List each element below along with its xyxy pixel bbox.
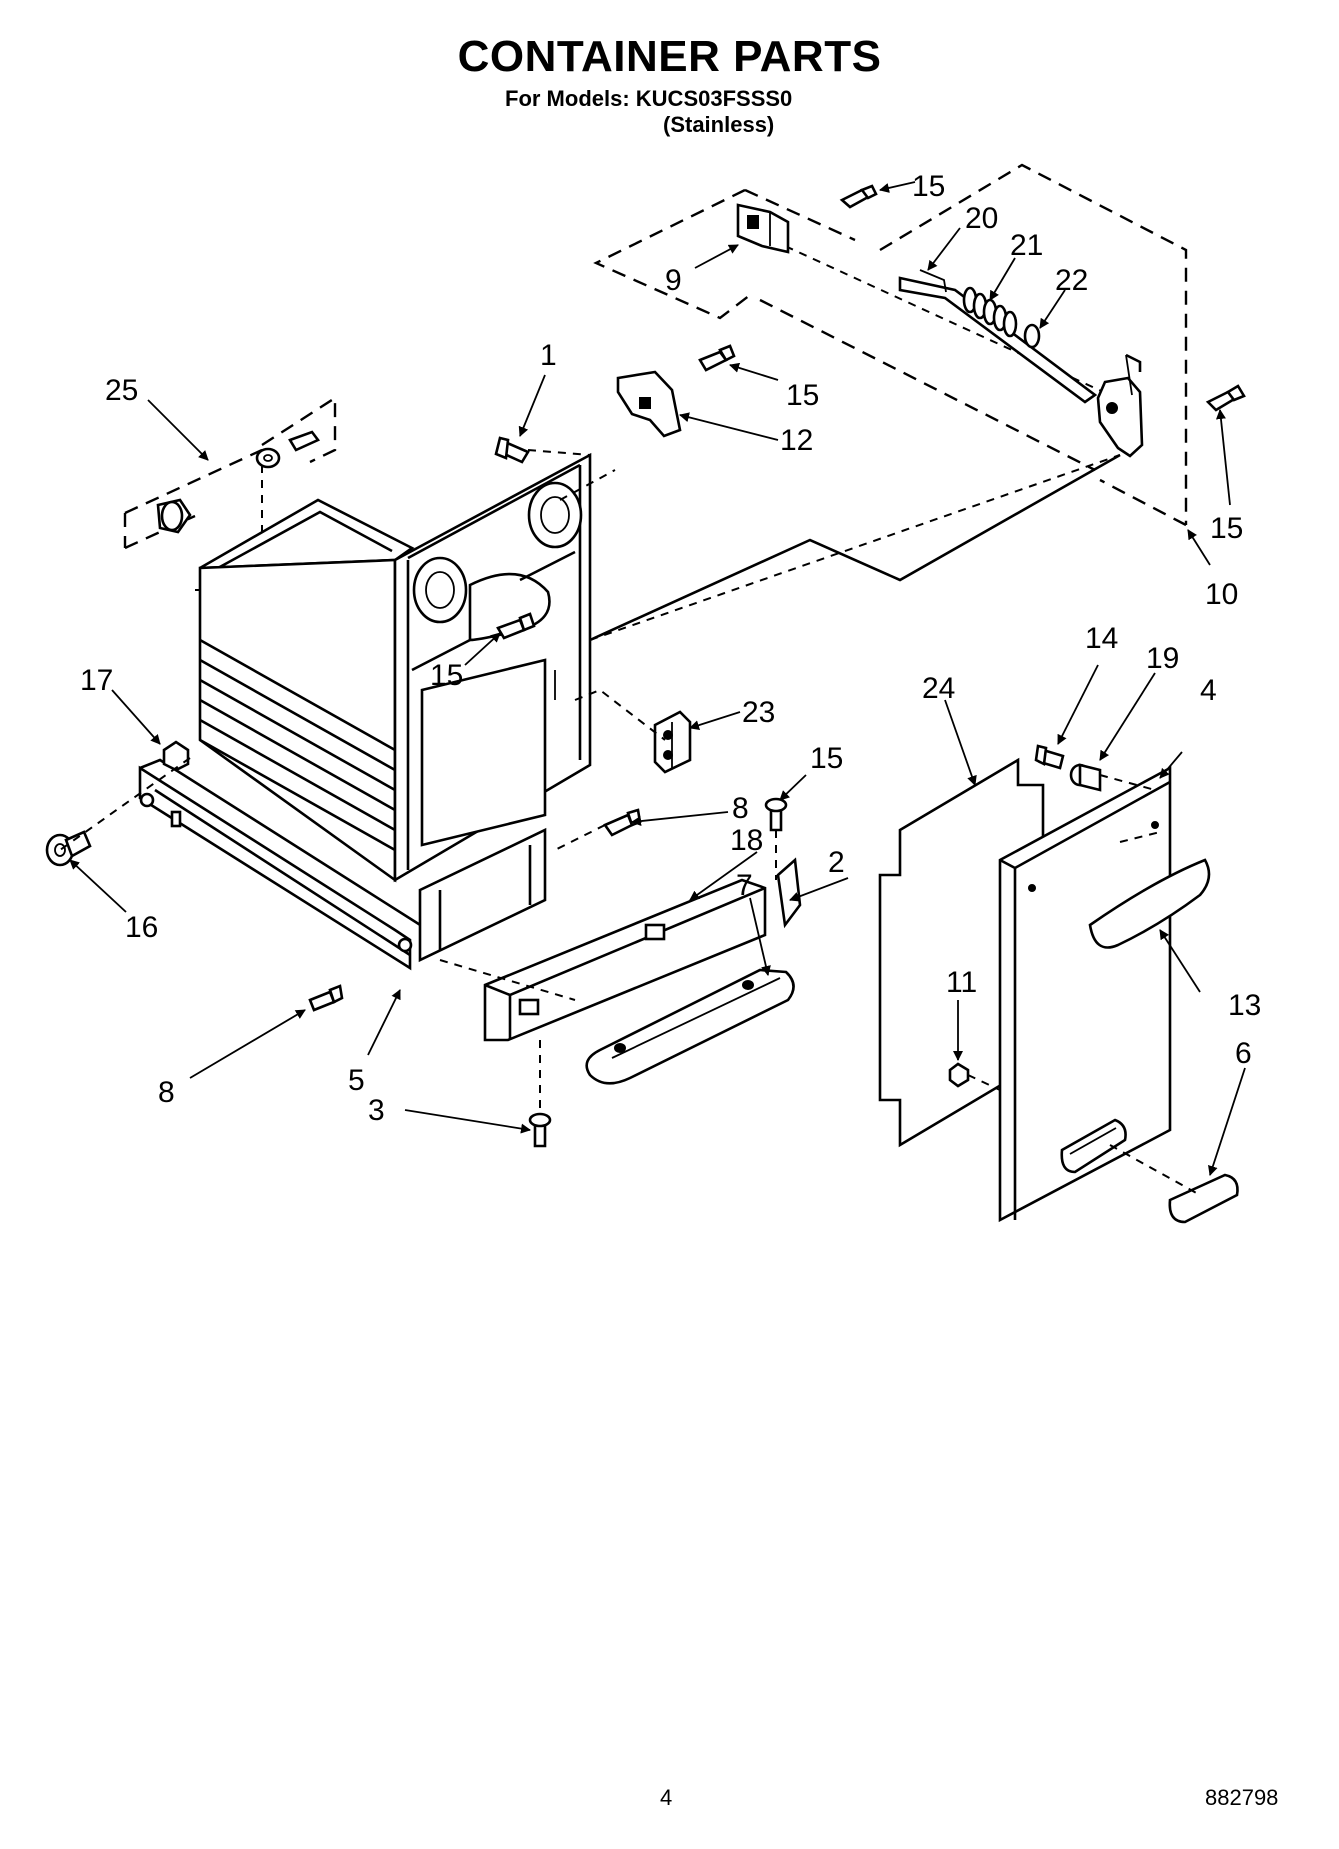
document-number: 882798: [1205, 1785, 1279, 1810]
callout-12: 12: [780, 424, 813, 457]
callout-21: 21: [1010, 229, 1043, 262]
screw-part: [1205, 384, 1246, 412]
screw-part: [288, 430, 321, 452]
callout-11: 11: [946, 966, 977, 999]
screw-part: [839, 184, 878, 209]
latch-knob-part: [156, 498, 192, 534]
closer-spring-part: [962, 286, 1018, 338]
screw-part: [528, 1112, 552, 1148]
nut-part: [948, 1062, 970, 1088]
callout-9: 9: [665, 264, 682, 297]
callout-13: 13: [1228, 989, 1261, 1022]
callout-10: 10: [1205, 578, 1238, 611]
foot-part: [45, 830, 92, 867]
callout-15: 15: [786, 379, 819, 412]
callout-22: 22: [1055, 264, 1088, 297]
side-bracket-part: [653, 710, 692, 774]
base-rail-part: [138, 758, 426, 971]
callout-25: 25: [105, 374, 138, 407]
callout-15: 15: [810, 742, 843, 775]
assembly-lines: [59, 449, 1201, 1196]
nut-part: [162, 740, 190, 772]
callout-14: 14: [1085, 622, 1118, 655]
clip-part: [776, 857, 802, 929]
callout-2: 2: [828, 846, 845, 879]
callout-4: 4: [1200, 674, 1217, 707]
page-title: CONTAINER PARTS: [457, 32, 882, 81]
callout-15: 15: [1210, 512, 1243, 545]
hinge-assembly-outline: [593, 163, 1188, 527]
callout-15: 15: [912, 170, 945, 203]
bottom-handle-part: [585, 968, 795, 1085]
screw-part: [764, 797, 788, 832]
callout-8: 8: [158, 1076, 175, 1109]
callout-18: 18: [730, 824, 763, 857]
callout-5: 5: [348, 1064, 365, 1097]
logo-plate-part: [1168, 1173, 1239, 1224]
screw-part: [308, 984, 344, 1012]
screw-part: [1034, 744, 1065, 770]
callout-7: 7: [736, 869, 753, 902]
page-number: 4: [660, 1785, 673, 1810]
hinge-bracket-part: [736, 203, 790, 254]
door-badge-part: [1060, 1118, 1127, 1174]
callout-19: 19: [1146, 642, 1179, 675]
door-panel-part: [998, 765, 1172, 1223]
models-line: For Models: KUCS03FSSS0: [505, 86, 793, 111]
callout-leaders: [69, 181, 1246, 1176]
top-bracket-part: [616, 370, 682, 438]
lower-frame-part: [418, 827, 547, 963]
screw-part: [698, 344, 736, 372]
lower-hinge-bracket-part: [1096, 353, 1144, 458]
closer-washer-part: [1023, 323, 1041, 349]
callout-23: 23: [742, 696, 775, 729]
screw-part: [494, 436, 530, 464]
callout-labels: 1 2 3 4 5 6 7 8 8 9 10 11 12 13 14 15 15…: [80, 170, 1261, 1127]
callout-6: 6: [1235, 1037, 1252, 1070]
callout-8: 8: [732, 792, 749, 825]
cabinet-liner-part: [198, 452, 592, 883]
spacer-part: [1069, 763, 1102, 792]
callout-17: 17: [80, 664, 113, 697]
door-handle-part: [1088, 858, 1211, 949]
latch-washer-part: [255, 447, 281, 469]
closer-rod-part: [898, 269, 1098, 404]
callout-16: 16: [125, 911, 158, 944]
callout-24: 24: [922, 672, 955, 705]
screw-part: [496, 612, 536, 640]
callout-15: 15: [430, 659, 463, 692]
kick-plate-part: [483, 878, 767, 1042]
variant-line: (Stainless): [663, 112, 775, 137]
callout-3: 3: [368, 1094, 385, 1127]
callout-1: 1: [540, 339, 557, 372]
callout-20: 20: [965, 202, 998, 235]
